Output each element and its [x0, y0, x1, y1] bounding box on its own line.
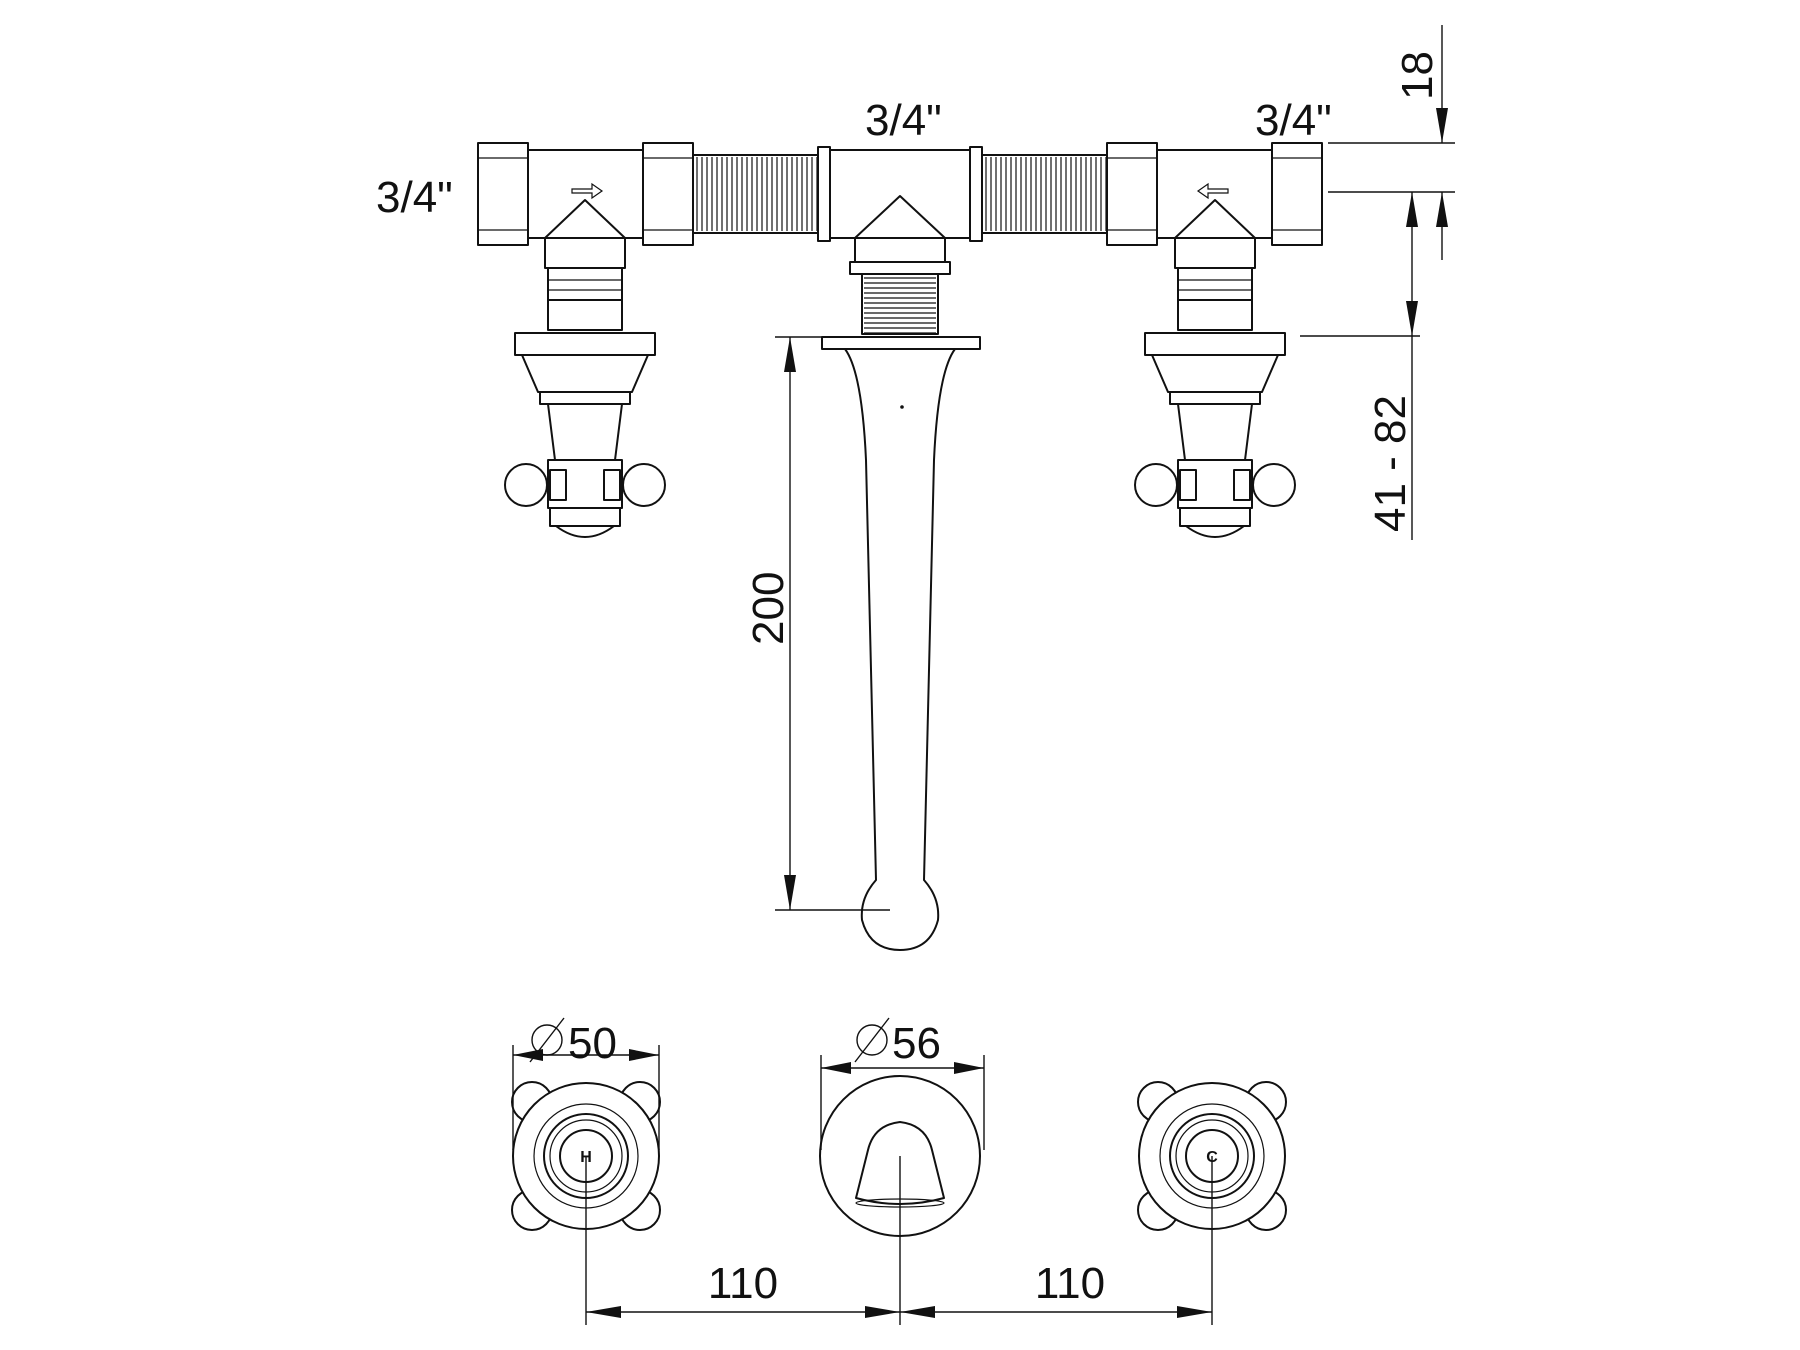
center-tee: [829, 149, 971, 239]
spacing-right-label: 110: [1035, 1259, 1105, 1308]
dimension-spacing: 110 110: [585, 1156, 1213, 1325]
left-valve-side: [504, 199, 666, 538]
right-end-nut: [1271, 142, 1323, 246]
dimension-41-82: 41 - 82: [1300, 192, 1420, 540]
diameter-icon: [529, 1017, 565, 1063]
dimension-dia-50: 50: [512, 1017, 660, 1150]
right-valve-side: [1134, 199, 1296, 538]
dim-18-label: 18: [1393, 51, 1442, 100]
thread-right-label: 3/4": [1255, 96, 1332, 145]
diameter-icon: [854, 1017, 890, 1063]
spacing-left-label: 110: [708, 1259, 778, 1308]
left-valve-body: [527, 149, 644, 239]
dia-50-label: 50: [568, 1019, 617, 1068]
dimension-200: 200: [744, 336, 890, 911]
dim-200-label: 200: [744, 572, 793, 645]
hose-corrugations: [696, 157, 1107, 231]
dimension-dia-56: 56: [820, 1017, 985, 1150]
thread-left-label: 3/4": [376, 173, 453, 222]
right-valve-body: [1156, 149, 1273, 239]
dimension-18: 18: [1328, 25, 1455, 260]
flow-arrow-right-icon: [571, 182, 604, 200]
pipe-manifold: [477, 142, 1323, 246]
thread-center-label: 3/4": [865, 96, 942, 145]
flow-arrow-left-icon: [1196, 182, 1229, 200]
spout-side: [821, 195, 981, 951]
dia-56-label: 56: [892, 1019, 941, 1068]
dim-41-82-label: 41 - 82: [1366, 395, 1415, 532]
